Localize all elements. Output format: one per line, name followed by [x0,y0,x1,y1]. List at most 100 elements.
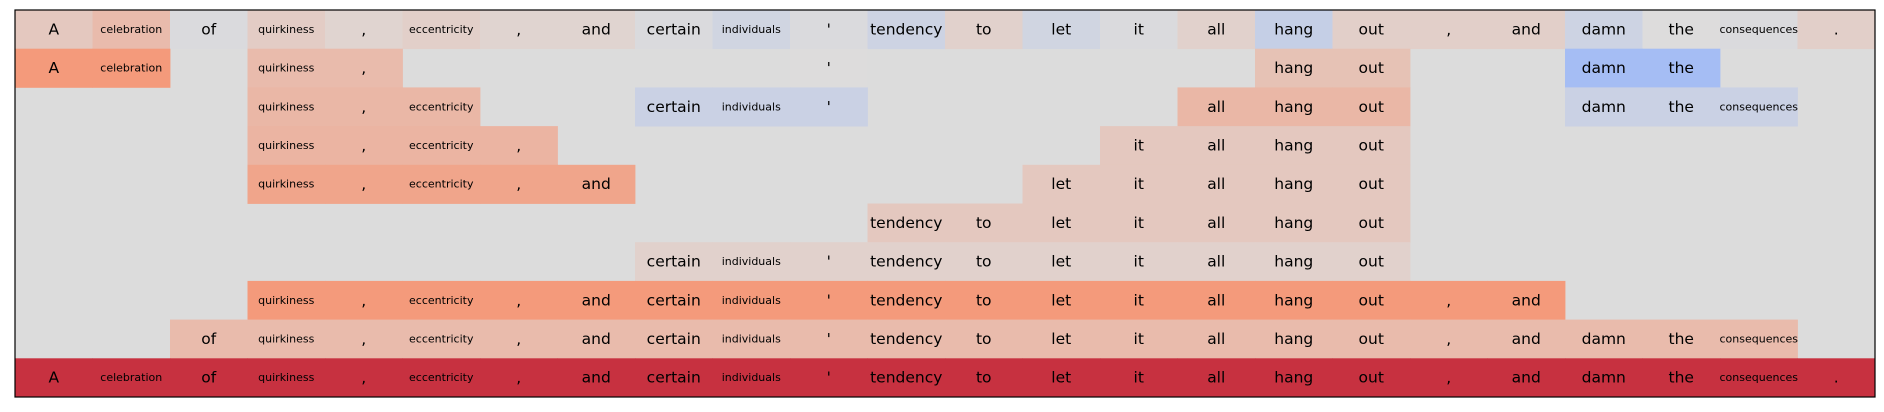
heatmap-cell-label: tendency [870,369,942,387]
heatmap-cell-r1-c1 [15,10,93,50]
heatmap-cell-r9-c18 [1332,319,1411,359]
heatmap-cell-r6-c16 [1177,203,1256,243]
heatmap-cell-r10-c8 [557,358,636,398]
heatmap-cell-r3-c10 [712,87,791,127]
heatmap-cell-label: damn [1582,98,1626,116]
heatmap-cell-r5-c16 [1177,164,1256,204]
heatmap-cell-label: hang [1274,291,1313,309]
heatmap-cell-label: individuals [722,371,781,384]
heatmap-cell-label: consequences [1720,332,1799,345]
heatmap-cell-label: , [361,175,366,193]
heatmap-cell-r2-c22 [1642,48,1721,88]
heatmap-cell-r5-c18 [1332,164,1411,204]
heatmap-cell-r9-c9 [635,319,713,359]
heatmap-cell-r3-c17 [1255,87,1333,127]
heatmap-cell-label: quirkiness [258,332,314,345]
heatmap-cell-label: and [1512,369,1541,387]
heatmap-cell-r6-c12 [867,203,946,243]
heatmap-cell-label: out [1359,330,1384,348]
heatmap-cell-label: ' [827,59,831,77]
heatmap-cell-r8-c6 [402,280,481,320]
heatmap-cell-r6-c13 [945,203,1023,243]
heatmap-cell-r7-c17 [1255,242,1333,282]
heatmap-cell-r10-c18 [1332,358,1411,398]
heatmap-cell-r4-c5 [325,126,403,166]
heatmap-cell-label: hang [1274,330,1313,348]
heatmap-cell-label: out [1359,175,1384,193]
heatmap-cell-label: quirkiness [258,100,314,113]
heatmap-cell-label: , [516,369,521,387]
heatmap-cell-label: quirkiness [258,294,314,307]
heatmap-cell-r5-c4 [247,164,326,204]
heatmap-cell-r9-c14 [1022,319,1101,359]
heatmap-cell-label: to [976,291,992,309]
heatmap-cell-r10-c21 [1565,358,1643,398]
heatmap-cell-r5-c5 [325,164,403,204]
heatmap-cell-label: hang [1274,214,1313,232]
heatmap-cell-label: to [976,20,992,38]
heatmap-cell-r3-c9 [635,87,713,127]
heatmap-cell-label: of [201,369,216,387]
heatmap-cell-label: out [1359,369,1384,387]
heatmap-cell-label: it [1134,369,1144,387]
heatmap-cell-label: certain [647,291,701,309]
heatmap-cell-label: hang [1274,98,1313,116]
heatmap-cell-r1-c20 [1487,10,1566,50]
heatmap-cell-r1-c12 [867,10,946,50]
heatmap-cell-r10-c14 [1022,358,1101,398]
heatmap-cell-r9-c3 [170,319,248,359]
heatmap-cell-label: , [516,291,521,309]
heatmap-cell-label: the [1669,369,1694,387]
heatmap-cell-label: ' [827,369,831,387]
heatmap-cell-r9-c13 [945,319,1023,359]
heatmap-cell-r2-c4 [247,48,326,88]
heatmap-cell-label: let [1051,214,1071,232]
heatmap-cell-label: to [976,214,992,232]
heatmap-cell-r9-c17 [1255,319,1333,359]
heatmap-cell-label: tendency [870,291,942,309]
heatmap-cell-label: the [1669,330,1694,348]
heatmap-cell-label: out [1359,98,1384,116]
heatmap-cell-r10-c23 [1720,358,1798,398]
heatmap-cell-r9-c11 [790,319,868,359]
heatmap-cell-r9-c21 [1565,319,1643,359]
heatmap-cell-r10-c12 [867,358,946,398]
heatmap-cell-r3-c16 [1177,87,1256,127]
heatmap-cell-r5-c8 [557,164,636,204]
heatmap-cell-label: , [1446,291,1451,309]
heatmap-cell-label: tendency [870,214,942,232]
heatmap-cell-r10-c17 [1255,358,1333,398]
heatmap-cell-r8-c17 [1255,280,1333,320]
heatmap-cell-r2-c1 [15,48,93,88]
heatmap-cell-r1-c24 [1797,10,1876,50]
heatmap-cell-label: eccentricity [409,371,474,384]
heatmap-cell-r8-c5 [325,280,403,320]
heatmap-cell-label: all [1207,291,1225,309]
heatmap-cell-label: , [1446,20,1451,38]
heatmap-cell-label: let [1051,291,1071,309]
heatmap-cell-r1-c3 [170,10,248,50]
heatmap-cell-label: and [582,330,611,348]
heatmap-cell-label: out [1359,59,1384,77]
heatmap-cell-label: let [1051,253,1071,271]
heatmap-cell-r8-c10 [712,280,791,320]
heatmap-cell-r9-c23 [1720,319,1798,359]
heatmap-cell-label: individuals [722,255,781,268]
heatmap-cell-label: damn [1582,330,1626,348]
heatmap-cell-r10-c2 [92,358,171,398]
heatmap-cell-label: , [361,20,366,38]
heatmap-cell-r8-c11 [790,280,868,320]
heatmap-cell-r10-c16 [1177,358,1256,398]
heatmap-cell-r9-c10 [712,319,791,359]
heatmap-cell-r8-c9 [635,280,713,320]
heatmap-cell-r10-c1 [15,358,93,398]
heatmap-cell-label: out [1359,20,1384,38]
heatmap-cell-label: , [516,330,521,348]
heatmap-cell-label: hang [1274,20,1313,38]
heatmap-cell-r10-c6 [402,358,481,398]
heatmap-cell-r3-c22 [1642,87,1721,127]
heatmap-cell-r8-c12 [867,280,946,320]
heatmap-cell-r9-c5 [325,319,403,359]
heatmap-cell-r8-c18 [1332,280,1411,320]
